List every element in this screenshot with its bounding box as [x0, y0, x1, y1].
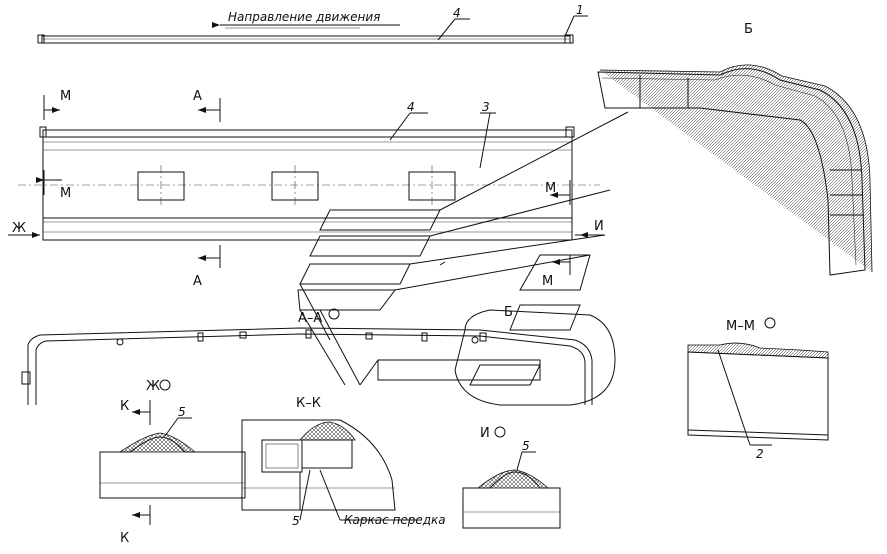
view-b-label-small: Б — [504, 305, 513, 320]
cut-m-label-2: М — [60, 186, 71, 201]
position-1: 1 — [576, 3, 584, 17]
section-kk — [241, 419, 420, 521]
cut-a-top — [198, 98, 221, 268]
leader-strips — [297, 111, 629, 386]
frame-label: Каркас передка — [344, 513, 446, 527]
position-5-i: 5 — [522, 439, 530, 453]
position-2: 2 — [756, 447, 764, 461]
view-b-detail — [597, 64, 873, 276]
section-kk-label: К–К — [296, 396, 321, 411]
rotate-icon — [764, 317, 776, 329]
cut-m-label-4: М — [542, 274, 553, 289]
section-aa-label: А–А — [298, 311, 322, 326]
section-i — [462, 451, 561, 529]
position-5-zh: 5 — [178, 405, 186, 419]
cut-a-label-1: А — [193, 89, 202, 104]
cut-k-label-2: К — [120, 531, 129, 546]
section-zh-label: Ж — [146, 379, 160, 394]
position-4-top: 4 — [453, 6, 461, 20]
frame-profile — [261, 439, 303, 473]
rotate-icon — [159, 379, 171, 391]
cut-a-label-2: А — [193, 274, 202, 289]
section-i-label: И — [480, 426, 490, 441]
direction-label: Направление движения — [228, 10, 380, 24]
cut-k-label-1: К — [120, 399, 129, 414]
cut-m-label-1: М — [60, 89, 71, 104]
section-mm-label: М–М — [726, 319, 755, 334]
cut-i-label: И — [594, 219, 604, 234]
top-strip — [37, 15, 588, 44]
position-5-kk: 5 — [292, 514, 300, 528]
cut-zh-label: Ж — [12, 221, 26, 236]
rotate-icon — [328, 308, 340, 320]
position-3: 3 — [482, 100, 490, 114]
main-panel-view — [18, 112, 600, 241]
cut-m-left — [36, 95, 62, 195]
section-mm — [687, 342, 829, 446]
section-zh — [99, 400, 246, 525]
rotate-icon — [494, 426, 506, 438]
view-b-title: Б — [744, 22, 753, 37]
detail-circle-b — [454, 309, 616, 406]
front-outline-plan — [21, 309, 616, 406]
cut-m-label-3: М — [545, 181, 556, 196]
position-4: 4 — [407, 100, 415, 114]
